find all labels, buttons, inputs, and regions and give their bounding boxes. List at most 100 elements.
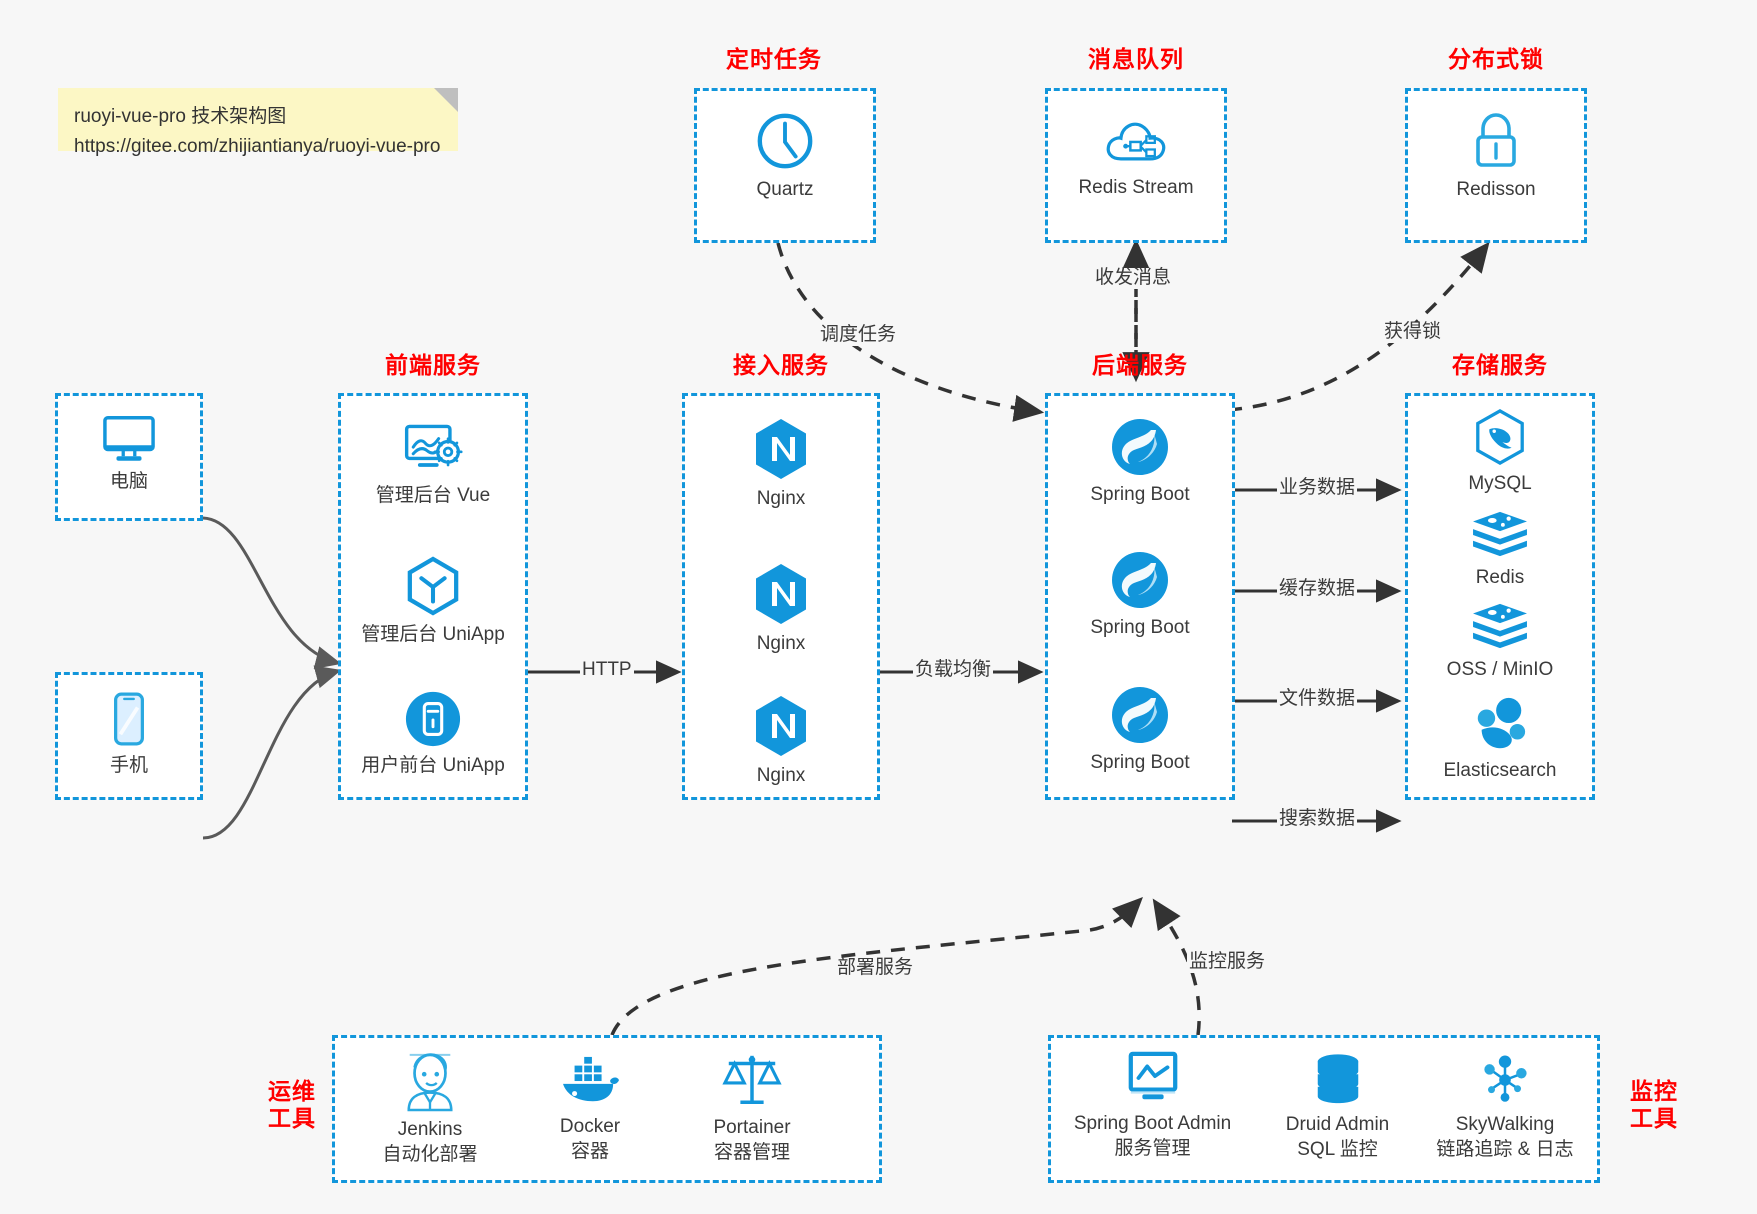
group-title-frontend-service: 前端服务 bbox=[385, 352, 481, 378]
node-label: OSS / MinIO bbox=[1446, 659, 1554, 680]
node-sublabel: 链路追踪 & 日志 bbox=[1436, 1138, 1574, 1160]
node-user-uniapp[interactable]: 用户前台 UniApp bbox=[338, 690, 528, 778]
node-label: MySQL bbox=[1468, 473, 1532, 494]
edge-label-cache-data: 缓存数据 bbox=[1277, 578, 1358, 600]
edge-label-http: HTTP bbox=[580, 659, 634, 681]
spring-boot-icon bbox=[1112, 687, 1168, 743]
node-label: 用户前台 UniApp bbox=[361, 755, 505, 776]
spring-boot-icon bbox=[1112, 552, 1168, 608]
edge-label-business-data: 业务数据 bbox=[1277, 477, 1358, 499]
node-label: Redis bbox=[1475, 567, 1525, 588]
note-line-title: ruoyi-vue-pro 技术架构图 bbox=[74, 106, 287, 127]
node-nginx-2[interactable]: Nginx bbox=[682, 562, 880, 656]
node-sublabel: 服务管理 bbox=[1114, 1137, 1191, 1159]
portainer-scale-icon bbox=[722, 1055, 782, 1104]
nginx-icon bbox=[756, 696, 806, 756]
node-redisson[interactable]: Redisson bbox=[1405, 110, 1587, 202]
node-label: Jenkins bbox=[397, 1119, 463, 1140]
node-sublabel: 容器管理 bbox=[713, 1141, 790, 1163]
group-title-message-queue: 消息队列 bbox=[1088, 46, 1184, 72]
node-label: Quartz bbox=[756, 179, 814, 200]
edge-label-load-balance: 负载均衡 bbox=[913, 659, 994, 681]
node-sublabel: 容器 bbox=[570, 1140, 609, 1162]
node-sublabel: 自动化部署 bbox=[382, 1143, 478, 1165]
node-label: Redisson bbox=[1456, 179, 1536, 200]
quartz-clock-icon bbox=[757, 113, 813, 169]
node-nginx-1[interactable]: Nginx bbox=[682, 417, 880, 511]
group-title-ops-tools: 运维 工具 bbox=[252, 1078, 332, 1132]
group-title-monitor-tools: 监控 工具 bbox=[1614, 1078, 1694, 1132]
node-label: 管理后台 Vue bbox=[375, 485, 491, 506]
node-label: Spring Boot bbox=[1090, 752, 1190, 773]
edge-label-schedule-task: 调度任务 bbox=[818, 324, 899, 346]
desktop-computer-icon bbox=[103, 416, 155, 461]
node-oss-minio[interactable]: OSS / MinIO bbox=[1405, 600, 1595, 682]
group-title-scheduled-task: 定时任务 bbox=[726, 46, 822, 72]
lock-icon bbox=[1476, 113, 1516, 167]
nginx-icon bbox=[756, 564, 806, 624]
node-label: Portainer bbox=[713, 1117, 791, 1138]
node-nginx-3[interactable]: Nginx bbox=[682, 694, 880, 788]
node-label: Spring Boot bbox=[1090, 484, 1190, 505]
node-label: Nginx bbox=[756, 765, 806, 786]
group-box-message-queue bbox=[1045, 88, 1227, 243]
node-label: Spring Boot bbox=[1090, 617, 1190, 638]
node-label: 电脑 bbox=[109, 471, 148, 492]
node-label: Druid Admin bbox=[1285, 1114, 1390, 1135]
node-label: Docker bbox=[559, 1116, 621, 1137]
elasticsearch-icon bbox=[1477, 697, 1526, 749]
mobile-app-circle-icon bbox=[405, 691, 461, 747]
node-skywalking[interactable]: SkyWalking 链路追踪 & 日志 bbox=[1415, 1053, 1595, 1162]
edge-label-file-data: 文件数据 bbox=[1277, 688, 1358, 710]
node-admin-uniapp[interactable]: 管理后台 UniApp bbox=[338, 555, 528, 647]
node-label: Redis Stream bbox=[1078, 177, 1194, 198]
oss-minio-icon bbox=[1473, 603, 1527, 649]
mysql-icon bbox=[1476, 409, 1524, 465]
node-label: SkyWalking bbox=[1455, 1114, 1555, 1135]
note-fold-icon bbox=[434, 88, 458, 112]
node-computer[interactable]: 电脑 bbox=[55, 412, 203, 494]
dashboard-settings-icon bbox=[404, 424, 463, 467]
node-spring-boot-3[interactable]: Spring Boot bbox=[1045, 685, 1235, 775]
node-redis[interactable]: Redis bbox=[1405, 508, 1595, 590]
node-label: Nginx bbox=[756, 488, 806, 509]
node-admin-vue[interactable]: 管理后台 Vue bbox=[338, 420, 528, 508]
note-line-url: https://gitee.com/zhijiantianya/ruoyi-vu… bbox=[74, 136, 441, 158]
node-docker[interactable]: Docker 容器 bbox=[505, 1055, 675, 1164]
group-title-distributed-lock: 分布式锁 bbox=[1448, 46, 1544, 72]
nginx-icon bbox=[756, 419, 806, 479]
sticky-note: ruoyi-vue-pro 技术架构图 https://gitee.com/zh… bbox=[58, 88, 458, 157]
monitor-tools-line2: 工具 bbox=[1630, 1105, 1678, 1132]
monitor-tools-line1: 监控 bbox=[1630, 1078, 1678, 1104]
node-elasticsearch[interactable]: Elasticsearch bbox=[1405, 695, 1595, 783]
node-jenkins[interactable]: Jenkins 自动化部署 bbox=[345, 1050, 515, 1167]
node-redis-stream[interactable]: Redis Stream bbox=[1045, 112, 1227, 200]
node-spring-boot-2[interactable]: Spring Boot bbox=[1045, 550, 1235, 640]
node-label: 手机 bbox=[109, 755, 148, 776]
edge-label-send-receive-message: 收发消息 bbox=[1093, 267, 1174, 289]
monitor-chart-icon bbox=[1128, 1051, 1177, 1100]
ops-tools-line1: 运维 bbox=[268, 1078, 316, 1104]
node-spring-boot-1[interactable]: Spring Boot bbox=[1045, 417, 1235, 507]
ops-tools-line2: 工具 bbox=[268, 1105, 316, 1132]
node-portainer[interactable]: Portainer 容器管理 bbox=[667, 1050, 837, 1165]
node-label: 管理后台 UniApp bbox=[361, 624, 505, 645]
node-sublabel: SQL 监控 bbox=[1297, 1138, 1378, 1160]
jenkins-butler-icon bbox=[407, 1053, 453, 1112]
mobile-phone-icon bbox=[114, 692, 144, 746]
docker-whale-icon bbox=[563, 1056, 619, 1102]
edge-label-search-data: 搜索数据 bbox=[1277, 808, 1358, 830]
node-spring-boot-admin[interactable]: Spring Boot Admin 服务管理 bbox=[1055, 1050, 1250, 1161]
redis-icon bbox=[1473, 511, 1527, 557]
edge-label-acquire-lock: 获得锁 bbox=[1382, 321, 1444, 343]
skywalking-network-icon bbox=[1484, 1055, 1527, 1102]
uniapp-cube-icon bbox=[407, 556, 459, 616]
node-mysql[interactable]: MySQL bbox=[1405, 408, 1595, 496]
edge-label-monitor-service: 监控服务 bbox=[1187, 951, 1268, 973]
node-druid-admin[interactable]: Druid Admin SQL 监控 bbox=[1250, 1053, 1425, 1162]
node-quartz[interactable]: Quartz bbox=[694, 110, 876, 202]
group-title-backend-service: 后端服务 bbox=[1092, 352, 1188, 378]
node-label: Elasticsearch bbox=[1443, 760, 1557, 781]
cloud-stream-icon bbox=[1106, 122, 1166, 161]
node-phone[interactable]: 手机 bbox=[55, 690, 203, 778]
